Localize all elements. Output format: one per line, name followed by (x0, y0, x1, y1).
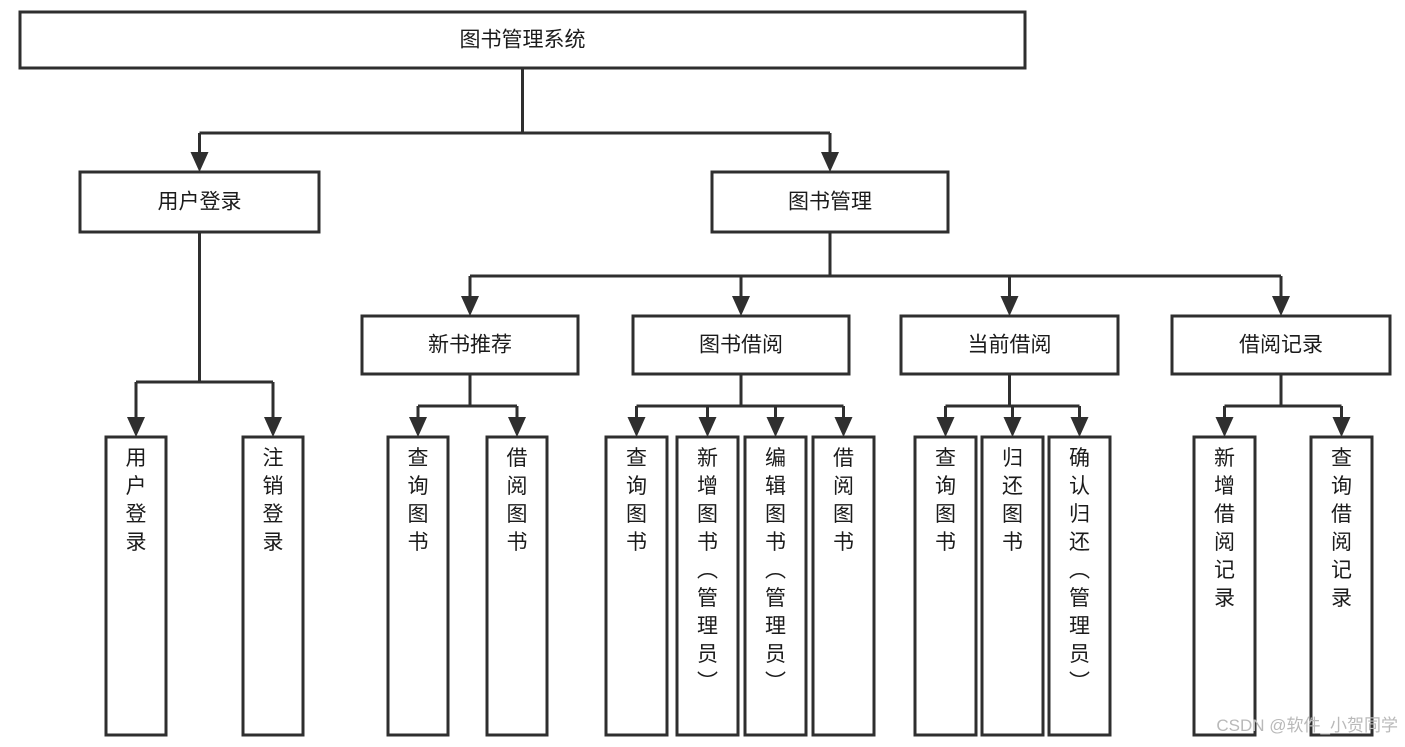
node-box-leaf-logout (241, 435, 305, 737)
node-box-leaf-return-book (980, 435, 1045, 737)
node-label-book-borrow: 图书借阅 (699, 334, 783, 357)
node-box-user-login (78, 170, 321, 234)
node-box-leaf-query-book-current (913, 435, 978, 737)
node-leaf-logout[interactable]: 注销登录 (241, 435, 305, 737)
node-box-leaf-user-login (104, 435, 168, 737)
node-box-leaf-add-book (675, 435, 740, 737)
book-manage-arrow-current-borrow (1000, 296, 1019, 316)
current-borrow-arrow-leaf-query-book-current (936, 417, 955, 437)
book-borrow-arrow-leaf-edit-book (766, 417, 785, 437)
node-label-leaf-confirm-return: 确认归还︵管理员︶ (1069, 447, 1090, 694)
nodes-layer: 图书管理系统用户登录图书管理新书推荐图书借阅当前借阅借阅记录用户登录注销登录查询… (18, 10, 1392, 737)
node-label-borrow-record: 借阅记录 (1239, 334, 1323, 357)
borrow-record-arrow-leaf-add-borrow-record (1215, 417, 1234, 437)
node-label-leaf-add-borrow-record: 新增借阅记录 (1214, 447, 1235, 610)
node-new-book-recommend[interactable]: 新书推荐 (360, 314, 580, 376)
node-label-root: 图书管理系统 (460, 29, 586, 52)
node-box-leaf-query-borrow-record (1309, 435, 1374, 737)
node-leaf-query-book-borrow[interactable]: 查询图书 (604, 435, 669, 737)
node-box-leaf-query-book-borrow (604, 435, 669, 737)
node-label-leaf-logout: 注销登录 (263, 447, 284, 554)
node-leaf-borrow-book-recommend[interactable]: 借阅图书 (485, 435, 549, 737)
node-leaf-query-book-current[interactable]: 查询图书 (913, 435, 978, 737)
node-label-leaf-return-book: 归还图书 (1002, 447, 1023, 554)
node-label-leaf-borrow-book-recommend: 借阅图书 (507, 447, 528, 554)
node-leaf-return-book[interactable]: 归还图书 (980, 435, 1045, 737)
new-book-recommend-arrow-leaf-borrow-book-recommend (508, 417, 526, 437)
node-label-leaf-add-book: 新增图书︵管理员︶ (697, 447, 718, 694)
user-login-arrow-leaf-user-login (127, 417, 145, 437)
node-borrow-record[interactable]: 借阅记录 (1170, 314, 1392, 376)
node-label-user-login: 用户登录 (158, 191, 242, 214)
node-leaf-query-borrow-record[interactable]: 查询借阅记录 (1309, 435, 1374, 737)
node-leaf-edit-book[interactable]: 编辑图书︵管理员︶ (743, 435, 808, 737)
node-box-current-borrow (899, 314, 1120, 376)
current-borrow-arrow-leaf-return-book (1003, 417, 1022, 437)
book-manage-arrow-new-book-recommend (461, 296, 479, 316)
node-book-borrow[interactable]: 图书借阅 (631, 314, 851, 376)
node-label-leaf-borrow-book: 借阅图书 (833, 447, 854, 554)
node-current-borrow[interactable]: 当前借阅 (899, 314, 1120, 376)
new-book-recommend-arrow-leaf-query-book-recommend (409, 417, 427, 437)
node-leaf-user-login[interactable]: 用户登录 (104, 435, 168, 737)
node-leaf-query-book-recommend[interactable]: 查询图书 (386, 435, 450, 737)
node-root[interactable]: 图书管理系统 (18, 10, 1027, 70)
node-box-book-borrow (631, 314, 851, 376)
node-box-borrow-record (1170, 314, 1392, 376)
node-box-root (18, 10, 1027, 70)
current-borrow-arrow-leaf-confirm-return (1070, 417, 1089, 437)
node-box-leaf-borrow-book (811, 435, 876, 737)
node-label-leaf-query-book-current: 查询图书 (935, 447, 956, 554)
node-box-book-manage (710, 170, 950, 234)
borrow-record-arrow-leaf-query-borrow-record (1332, 417, 1351, 437)
book-manage-arrow-book-borrow (732, 296, 750, 316)
node-box-leaf-borrow-book-recommend (485, 435, 549, 737)
node-box-leaf-add-borrow-record (1192, 435, 1257, 737)
node-label-current-borrow: 当前借阅 (968, 334, 1052, 357)
node-label-new-book-recommend: 新书推荐 (428, 334, 512, 357)
node-label-leaf-user-login: 用户登录 (126, 447, 147, 554)
root-arrow-book-manage (821, 152, 839, 172)
node-leaf-confirm-return[interactable]: 确认归还︵管理员︶ (1047, 435, 1112, 737)
book-manage-arrow-borrow-record (1272, 296, 1290, 316)
node-label-leaf-query-borrow-record: 查询借阅记录 (1331, 447, 1352, 610)
node-box-leaf-edit-book (743, 435, 808, 737)
node-label-leaf-edit-book: 编辑图书︵管理员︶ (765, 447, 786, 694)
node-box-new-book-recommend (360, 314, 580, 376)
root-arrow-user-login (190, 152, 209, 172)
node-box-leaf-confirm-return (1047, 435, 1112, 737)
book-borrow-arrow-leaf-add-book (698, 417, 717, 437)
node-leaf-borrow-book[interactable]: 借阅图书 (811, 435, 876, 737)
node-label-book-manage: 图书管理 (788, 191, 872, 214)
user-login-arrow-leaf-logout (264, 417, 282, 437)
book-borrow-arrow-leaf-query-book-borrow (627, 417, 646, 437)
node-book-manage[interactable]: 图书管理 (710, 170, 950, 234)
node-user-login[interactable]: 用户登录 (78, 170, 321, 234)
node-label-leaf-query-book-recommend: 查询图书 (408, 447, 429, 554)
node-label-leaf-query-book-borrow: 查询图书 (626, 447, 647, 554)
node-leaf-add-borrow-record[interactable]: 新增借阅记录 (1192, 435, 1257, 737)
node-leaf-add-book[interactable]: 新增图书︵管理员︶ (675, 435, 740, 737)
book-borrow-arrow-leaf-borrow-book (834, 417, 853, 437)
connectors-layer (127, 68, 1351, 437)
node-box-leaf-query-book-recommend (386, 435, 450, 737)
csdn-watermark: CSDN @软件_小贺同学 (1216, 716, 1398, 735)
